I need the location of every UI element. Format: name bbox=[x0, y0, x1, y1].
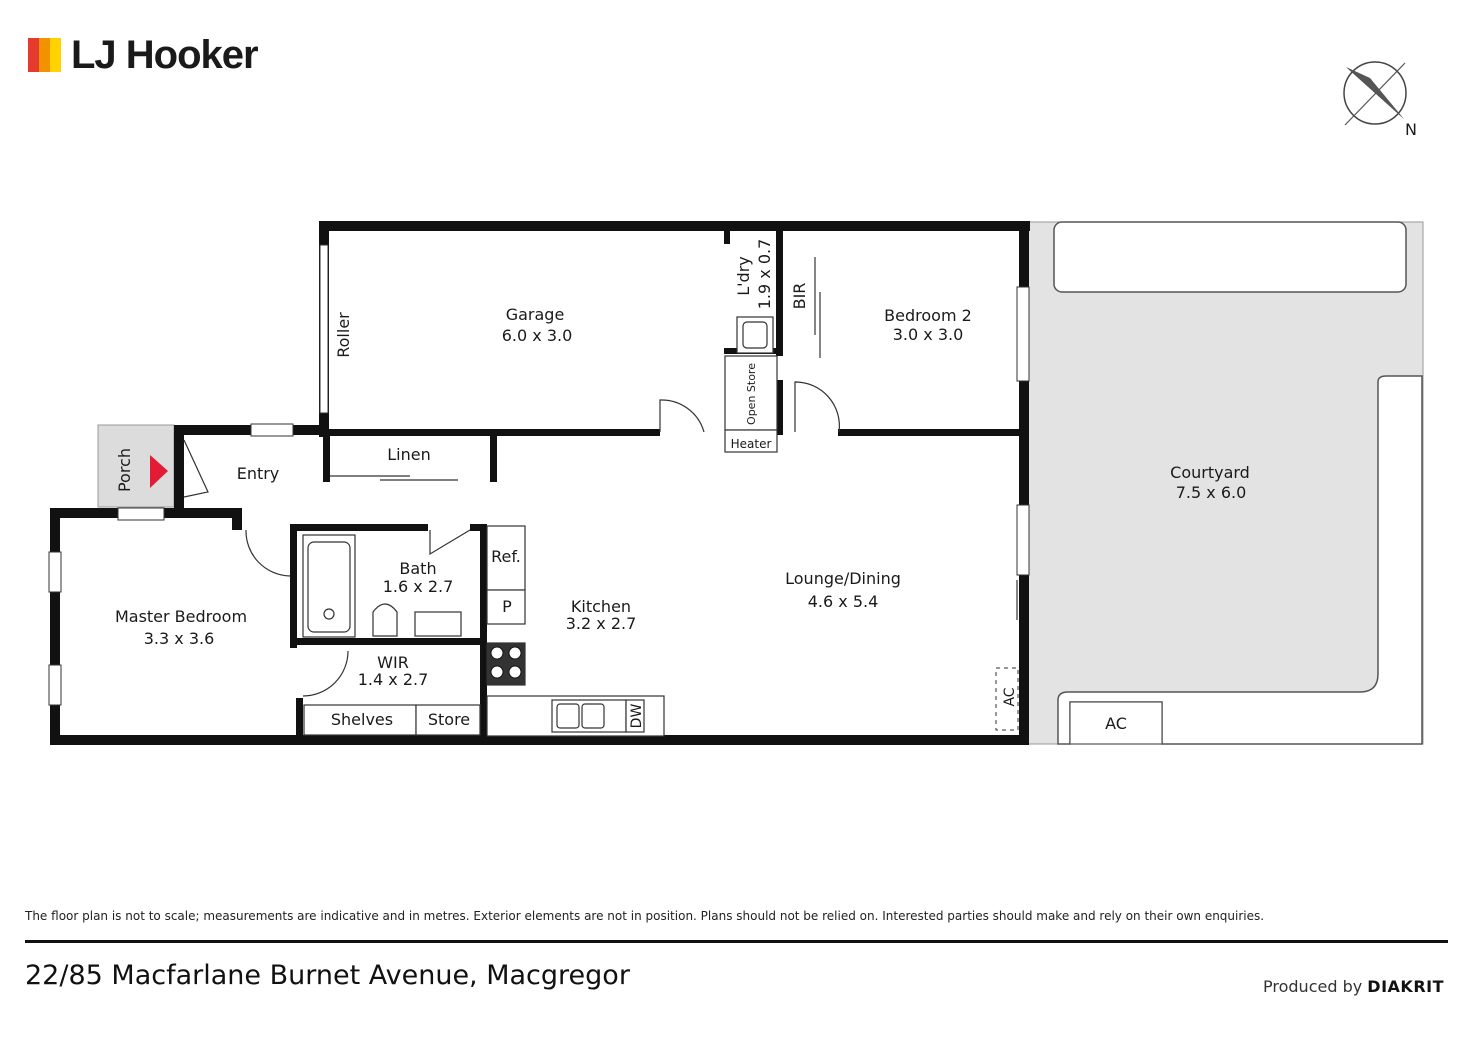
compass-north-label: N bbox=[1405, 120, 1417, 139]
pantry-space bbox=[486, 589, 526, 625]
bedroom2-label: Bedroom 2 bbox=[884, 306, 972, 325]
producer-name: DIAKRIT bbox=[1367, 977, 1444, 996]
lounge-dining-size: 4.6 x 5.4 bbox=[808, 592, 879, 611]
property-address: 22/85 Macfarlane Burnet Avenue, Macgrego… bbox=[25, 960, 630, 991]
vanity-icon bbox=[414, 611, 462, 637]
bedroom2-size: 3.0 x 3.0 bbox=[893, 325, 964, 344]
producer-credit: Produced by DIAKRIT bbox=[1263, 977, 1444, 996]
shelves-label: Shelves bbox=[331, 710, 393, 729]
fixtures bbox=[302, 316, 778, 737]
courtyard-size: 7.5 x 6.0 bbox=[1176, 483, 1247, 502]
ac-unit-indoor bbox=[995, 667, 1019, 731]
floor-plan: N bbox=[48, 61, 1424, 745]
compass-icon: N bbox=[1343, 61, 1417, 139]
pantry-label: P bbox=[502, 597, 512, 616]
linen-label: Linen bbox=[387, 445, 430, 464]
producer-prefix: Produced by bbox=[1263, 977, 1363, 996]
ac-indoor-label: AC bbox=[1002, 687, 1018, 706]
fridge-label: Ref. bbox=[491, 547, 521, 566]
dishwasher-icon bbox=[625, 699, 645, 733]
roller-door-label: Roller bbox=[334, 312, 353, 358]
entry-arrow-icon bbox=[150, 455, 168, 488]
heater-label: Heater bbox=[731, 437, 772, 451]
bath-size: 1.6 x 2.7 bbox=[383, 577, 454, 596]
logo-bars-icon bbox=[28, 38, 61, 72]
open-store-label: Open Store bbox=[745, 363, 758, 425]
porch-label: Porch bbox=[115, 448, 134, 492]
bir-label: BIR bbox=[790, 283, 809, 310]
ac-outdoor-label: AC bbox=[1105, 714, 1127, 733]
entry-label: Entry bbox=[237, 464, 280, 483]
heater-box bbox=[724, 429, 778, 453]
store-label: Store bbox=[428, 710, 470, 729]
lounge-dining-label: Lounge/Dining bbox=[785, 569, 901, 588]
laundry-label: L'dry bbox=[734, 256, 753, 296]
disclaimer-text: The floor plan is not to scale; measurem… bbox=[25, 909, 1265, 923]
porch-area bbox=[97, 424, 175, 508]
kitchen-label: Kitchen bbox=[571, 597, 631, 616]
bath-label: Bath bbox=[399, 559, 436, 578]
lj-hooker-logo: LJ Hooker bbox=[28, 32, 259, 78]
dishwasher-label: DW bbox=[629, 704, 645, 729]
courtyard-label: Courtyard bbox=[1170, 463, 1250, 482]
footer-divider bbox=[25, 940, 1448, 943]
windows bbox=[48, 244, 1030, 706]
kitchen-size: 3.2 x 2.7 bbox=[566, 614, 637, 633]
master-bedroom-label: Master Bedroom bbox=[115, 607, 247, 626]
garage-size: 6.0 x 3.0 bbox=[502, 326, 573, 345]
courtyard-area bbox=[1027, 221, 1424, 745]
doors bbox=[183, 257, 1018, 697]
store-area bbox=[415, 704, 481, 736]
garage-label: Garage bbox=[506, 305, 565, 324]
wir-label: WIR bbox=[377, 653, 409, 672]
exterior-walls bbox=[50, 221, 1030, 745]
cooktop-burners bbox=[490, 646, 522, 679]
wir-size: 1.4 x 2.7 bbox=[358, 670, 429, 689]
shelves-area bbox=[303, 704, 417, 736]
logo-wordmark: LJ Hooker bbox=[71, 32, 259, 77]
toilet-icon bbox=[372, 603, 398, 637]
laundry-size: 1.9 x 0.7 bbox=[755, 239, 774, 310]
master-bedroom-size: 3.3 x 3.6 bbox=[144, 629, 215, 648]
